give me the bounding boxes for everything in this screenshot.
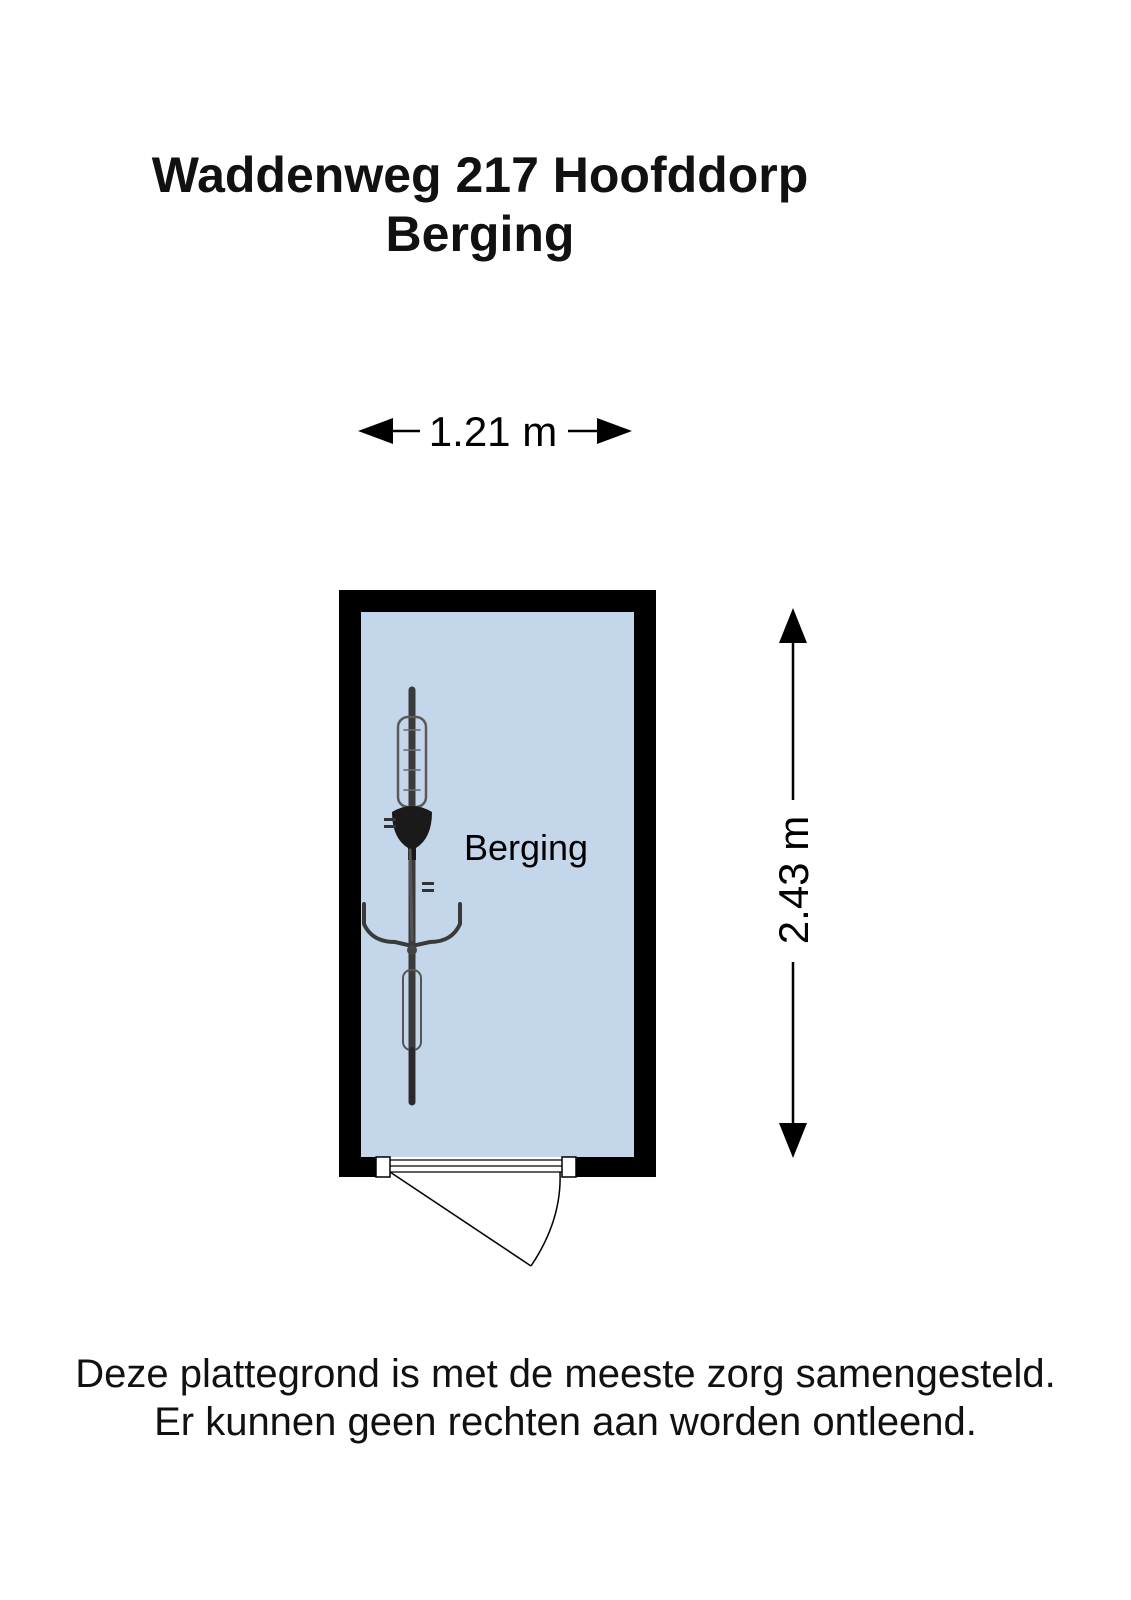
room-label: Berging	[464, 827, 588, 868]
room-floor	[361, 612, 634, 1157]
width-dimension: 1.21 m	[358, 408, 632, 455]
height-dimension: 2.43 m	[770, 608, 817, 1158]
address-title: Waddenweg 217 Hoofddorp	[151, 147, 809, 203]
storage-room	[339, 590, 656, 1267]
floor-title: Berging	[385, 206, 575, 262]
height-dimension-label: 2.43 m	[770, 816, 817, 944]
disclaimer-line-2: Er kunnen geen rechten aan worden ontlee…	[154, 1400, 977, 1444]
door-opening	[376, 1157, 576, 1179]
bicycle-icon	[362, 686, 462, 1106]
door-leaf	[389, 1171, 532, 1267]
disclaimer-line-1: Deze plattegrond is met de meeste zorg s…	[75, 1352, 1056, 1396]
door-swing-arc	[530, 1171, 561, 1267]
width-dimension-label: 1.21 m	[429, 408, 557, 455]
